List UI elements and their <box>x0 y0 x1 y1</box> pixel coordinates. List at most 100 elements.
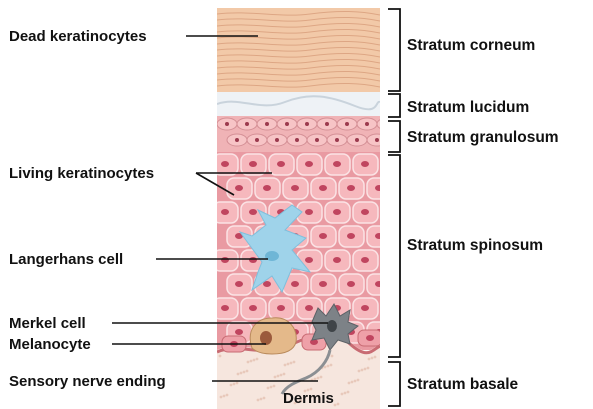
granule-dot <box>245 122 249 126</box>
basal-cell-nucleus <box>366 335 374 341</box>
dermis-speck <box>247 361 250 364</box>
dermis-speck <box>367 367 370 370</box>
dermis-speck <box>236 382 239 385</box>
keratinocyte-nucleus <box>249 257 257 263</box>
dermis-speck <box>267 387 270 390</box>
dermis-label: Dermis <box>283 390 334 407</box>
granulosum-cell <box>377 118 397 130</box>
dermis-speck <box>314 378 317 381</box>
keratinocyte-nucleus <box>319 185 327 191</box>
dermis-speck <box>364 368 367 371</box>
dermis-speck <box>274 376 277 379</box>
stratum-granulosum-label: Stratum granulosum <box>407 129 559 146</box>
dermis-speck <box>220 396 223 399</box>
granule-dot <box>275 138 279 142</box>
keratinocyte-nucleus <box>375 185 383 191</box>
granule-dot <box>345 122 349 126</box>
keratinocyte-nucleus <box>249 209 257 215</box>
granule-dot <box>225 122 229 126</box>
keratinocyte-nucleus <box>305 161 313 167</box>
stratum-corneum-label: Stratum corneum <box>407 37 535 54</box>
granule-dot <box>285 122 289 126</box>
keratinocyte-nucleus <box>235 281 243 287</box>
keratinocyte-nucleus <box>235 185 243 191</box>
keratinocyte-nucleus <box>319 233 327 239</box>
lucidum-bracket <box>388 94 400 117</box>
granule-dot <box>265 122 269 126</box>
dermis-speck <box>246 370 249 373</box>
dead-keratinocytes-label: Dead keratinocytes <box>9 28 147 45</box>
dermis-speck <box>357 379 360 382</box>
granule-dot <box>315 138 319 142</box>
keratinocyte-nucleus <box>375 281 383 287</box>
keratinocyte-nucleus <box>389 209 397 215</box>
dermis-speck <box>240 372 243 375</box>
dermis-speck <box>358 370 361 373</box>
stratum-lucidum-label: Stratum lucidum <box>407 99 529 116</box>
keratinocyte-nucleus <box>347 233 355 239</box>
keratinocyte-cell <box>381 202 406 223</box>
dermis-speck <box>273 385 276 388</box>
dermis-speck <box>368 358 371 361</box>
keratinocyte-nucleus <box>333 209 341 215</box>
dermis-speck <box>270 386 273 389</box>
dermis-speck <box>374 356 377 359</box>
granule-dot <box>325 122 329 126</box>
dermis-speck <box>257 399 260 402</box>
granule-dot <box>365 122 369 126</box>
keratinocyte-nucleus <box>221 305 229 311</box>
stratum-lucidum-layer <box>217 92 380 116</box>
keratinocyte-cell <box>381 154 406 175</box>
keratinocyte-nucleus <box>347 281 355 287</box>
keratinocyte-nucleus <box>305 305 313 311</box>
sensory-nerve-ending-label: Sensory nerve ending <box>9 373 166 390</box>
keratinocyte-nucleus <box>305 209 313 215</box>
keratinocyte-nucleus <box>263 185 271 191</box>
dermis-speck <box>280 374 283 377</box>
melanocyte-label: Melanocyte <box>9 336 91 353</box>
spinosum-bracket <box>388 155 400 357</box>
dermis-speck <box>243 371 246 374</box>
keratinocyte-cell <box>381 298 406 319</box>
dermis-speck <box>347 391 350 394</box>
keratinocyte-nucleus <box>221 209 229 215</box>
dermis-speck <box>287 363 290 366</box>
granulosum-bracket <box>388 121 400 152</box>
dermis-speck <box>230 384 233 387</box>
dermis-speck <box>348 382 351 385</box>
dermis-speck <box>290 362 293 365</box>
dermis-speck <box>320 376 323 379</box>
dermis-speck <box>330 364 333 367</box>
dermis-speck <box>260 398 263 401</box>
skin-tissue-illustration <box>213 8 406 409</box>
keratinocyte-nucleus <box>361 161 369 167</box>
corneum-bracket <box>388 9 400 91</box>
keratinocyte-nucleus <box>389 257 397 263</box>
keratinocyte-nucleus <box>291 185 299 191</box>
keratinocyte-nucleus <box>221 161 229 167</box>
langerhans-cell-label: Langerhans cell <box>9 251 123 268</box>
dermis-speck <box>277 375 280 378</box>
dermis-speck <box>351 381 354 384</box>
granule-dot <box>375 138 379 142</box>
keratinocyte-nucleus <box>333 257 341 263</box>
keratinocyte-nucleus <box>221 257 229 263</box>
keratinocyte-nucleus <box>319 281 327 287</box>
basale-bracket <box>388 362 400 406</box>
keratinocyte-nucleus <box>389 305 397 311</box>
dermis-speck <box>324 366 327 369</box>
keratinocyte-nucleus <box>389 161 397 167</box>
keratinocyte-nucleus <box>347 185 355 191</box>
dermis-speck <box>253 359 256 362</box>
keratinocyte-nucleus <box>305 257 313 263</box>
merkel-cell-label: Merkel cell <box>9 315 86 332</box>
dermis-speck <box>233 383 236 386</box>
dermis-speck <box>354 380 357 383</box>
stratum-basale-label: Stratum basale <box>407 376 519 393</box>
dermis-speck <box>337 403 340 406</box>
keratinocyte-nucleus <box>361 257 369 263</box>
dermis-speck <box>317 377 320 380</box>
dermis-speck <box>334 404 337 407</box>
granule-dot <box>255 138 259 142</box>
